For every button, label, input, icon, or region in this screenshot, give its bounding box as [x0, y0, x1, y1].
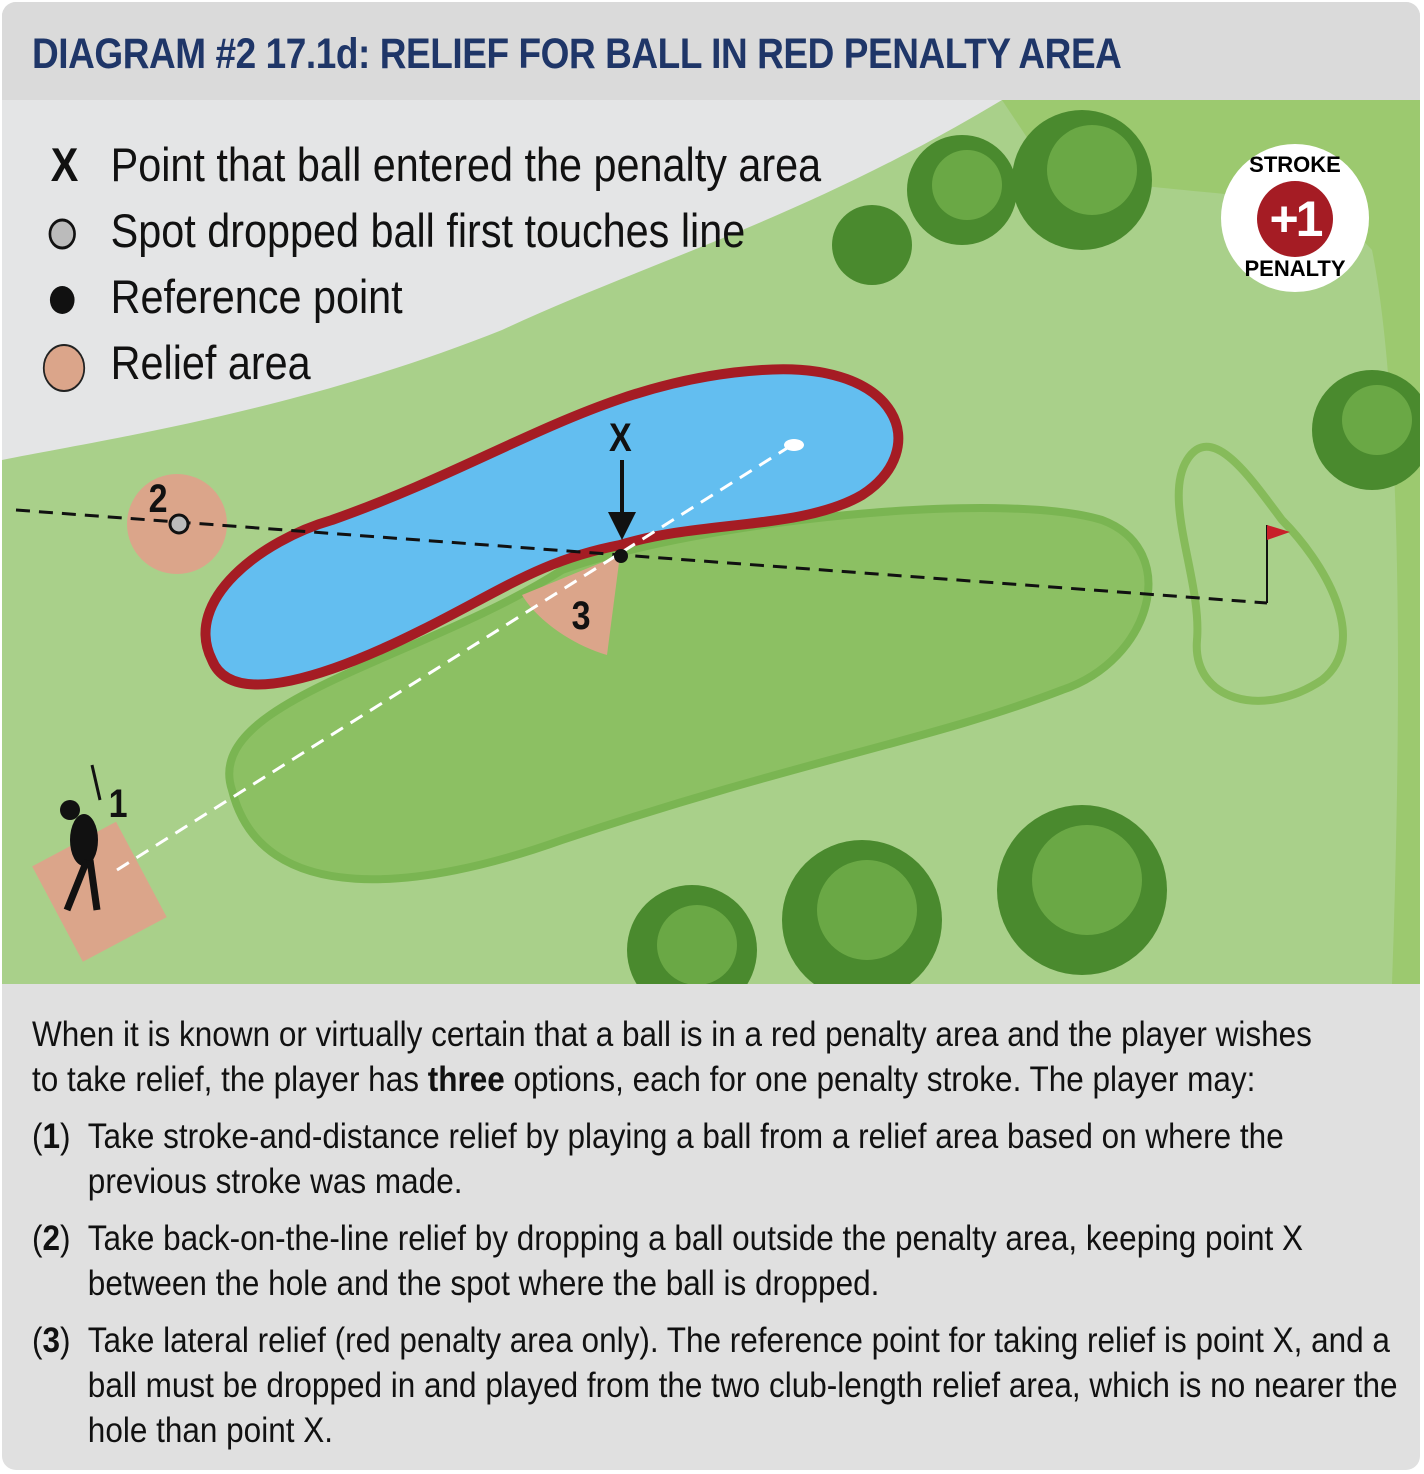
relief-area-3 [522, 555, 620, 655]
hole-map [2, 100, 1420, 984]
diagram-title: DIAGRAM #2 17.1d: RELIEF FOR BALL IN RED… [32, 30, 1122, 78]
putting-green [1174, 442, 1347, 705]
ball-icon [784, 439, 804, 451]
drop-spot [168, 513, 190, 535]
ball-path [116, 443, 793, 872]
red-penalty-area [200, 364, 904, 690]
flag-icon [1267, 525, 1290, 540]
black-dot-icon [42, 277, 82, 323]
salmon-circle-icon [42, 343, 86, 392]
fairway [225, 504, 1153, 884]
stroke-penalty-badge: STROKE +1 PENALTY [1221, 144, 1369, 292]
option-2-label: 2 [148, 477, 168, 521]
option-1-label: 1 [108, 782, 128, 826]
reference-point [614, 549, 628, 563]
golfer-icon [60, 764, 102, 912]
gray-circle-icon [42, 211, 82, 257]
option-3-label: 3 [571, 594, 591, 638]
intro: When it is known or virtually certain th… [32, 1015, 1312, 1099]
option-2: (2)Take back-on-the-line relief by dropp… [32, 1219, 1304, 1303]
out-area [2, 100, 1002, 460]
relief-area-1 [32, 821, 167, 962]
point-x-label: X [609, 416, 632, 460]
explanation: When it is known or virtually certain th… [32, 1012, 1412, 1465]
rough-right [1002, 100, 1420, 984]
title-bar: DIAGRAM #2 17.1d: RELIEF FOR BALL IN RED… [2, 2, 1420, 100]
back-on-line [15, 508, 1268, 605]
option-3: (3)Take lateral relief (red penalty area… [32, 1321, 1398, 1450]
option-1: (1)Take stroke-and-distance relief by pl… [32, 1117, 1284, 1201]
x-symbol: X [50, 138, 79, 191]
